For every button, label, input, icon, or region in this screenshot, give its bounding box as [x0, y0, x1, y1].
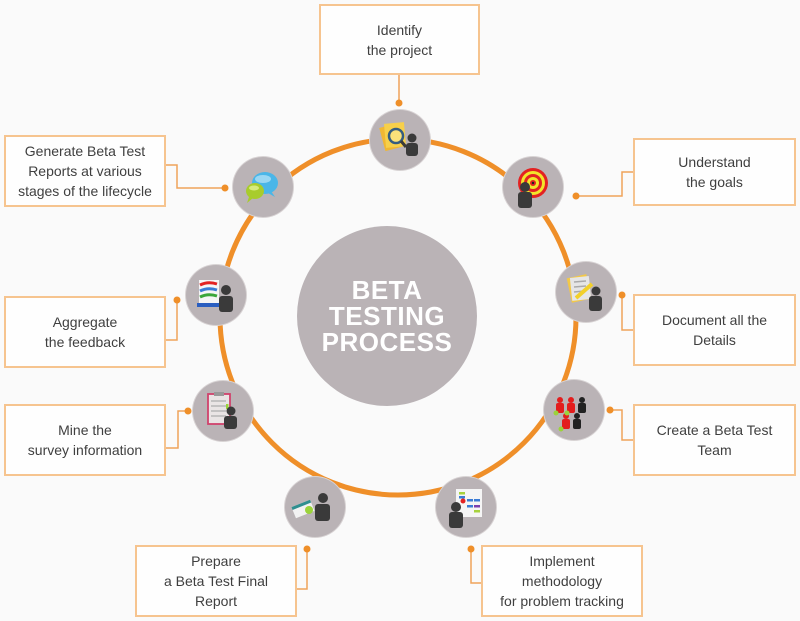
- connector-reports: [166, 164, 225, 189]
- center-title: BETA TESTING PROCESS: [297, 226, 477, 406]
- step-node-feedback: [186, 265, 246, 325]
- speech-bubbles-icon: [246, 172, 278, 203]
- step-node-identify: [370, 110, 430, 170]
- connector-reports-dot: [221, 184, 229, 192]
- connector-goals: [576, 171, 633, 197]
- step-node-goals: [503, 157, 563, 217]
- connector-document: [620, 294, 633, 331]
- connector-identify-dot: [395, 99, 403, 107]
- step-node-survey: [193, 381, 253, 441]
- step-node-final-report: [285, 477, 345, 537]
- connector-team-dot: [606, 406, 614, 414]
- step-box-tracking: Implement methodology for problem tracki…: [481, 545, 643, 617]
- connector-goals-dot: [572, 192, 580, 200]
- step-box-reports: Generate Beta Test Reports at various st…: [4, 135, 166, 207]
- step-box-feedback: Aggregate the feedback: [4, 296, 166, 368]
- final-report-icon: [291, 493, 330, 521]
- magnifier-document-icon: [379, 122, 418, 156]
- connector-feedback-dot: [173, 296, 181, 304]
- step-box-document: Document all the Details: [633, 294, 796, 366]
- connector-survey: [166, 410, 188, 449]
- step-box-survey: Mine the survey information: [4, 404, 166, 476]
- tracking-board-icon: [449, 489, 482, 528]
- step-box-goals: Understand the goals: [633, 138, 796, 206]
- connector-tracking: [470, 549, 481, 584]
- connector-document-dot: [618, 291, 626, 299]
- step-node-reports: [233, 157, 293, 217]
- step-box-final-report: Prepare a Beta Test Final Report: [135, 545, 297, 617]
- step-node-tracking: [436, 477, 496, 537]
- step-box-identify: Identify the project: [319, 4, 480, 75]
- step-box-team: Create a Beta Test Team: [633, 404, 796, 476]
- team-icon: [553, 397, 586, 432]
- connector-final-report-dot: [303, 545, 311, 553]
- step-node-document: [556, 262, 616, 322]
- step-node-team: [544, 380, 604, 440]
- survey-clipboard-icon: [207, 392, 237, 429]
- connector-final-report: [297, 549, 308, 590]
- connector-tracking-dot: [467, 545, 475, 553]
- connectors: [166, 75, 633, 590]
- feedback-chart-icon: [197, 280, 233, 312]
- connector-team: [610, 409, 633, 441]
- connector-survey-dot: [184, 407, 192, 415]
- target-icon: [518, 168, 548, 208]
- connector-feedback: [166, 299, 180, 341]
- document-pen-icon: [566, 274, 602, 311]
